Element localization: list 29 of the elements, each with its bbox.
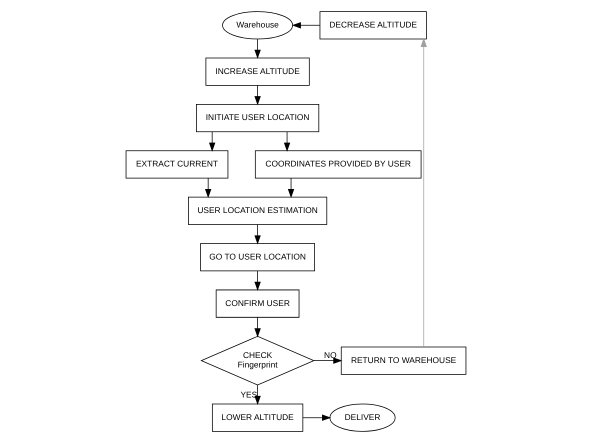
arrow <box>302 414 332 421</box>
arrow <box>314 357 342 364</box>
arrow <box>420 38 427 348</box>
node-box: USER LOCATION ESTIMATION <box>188 196 328 225</box>
edge-label: YES <box>240 389 258 400</box>
node-box: LOWER ALTITUDE <box>212 404 304 432</box>
arrow <box>208 132 216 152</box>
arrow <box>254 317 261 338</box>
arrow <box>254 224 261 244</box>
node-box: INITIATE USER LOCATION <box>196 104 320 132</box>
edge-label: NO <box>324 350 337 360</box>
arrow <box>254 270 261 291</box>
arrow <box>254 384 261 406</box>
node-ellipse: Warehouse <box>222 11 294 40</box>
node-box: COORDINATES PROVIDED BY USER <box>254 150 422 179</box>
arrow <box>288 178 294 198</box>
arrow <box>254 38 261 59</box>
node-box: GO TO USER LOCATION <box>200 243 315 272</box>
node-ellipse: DELIVER <box>330 404 396 432</box>
arrow <box>254 85 261 106</box>
arrow <box>204 178 212 198</box>
node-box: EXTRACT CURRENT <box>126 150 228 179</box>
node-box: INCREASE ALTITUDE <box>206 58 310 86</box>
arrow <box>284 132 290 152</box>
node-box: RETURN TO WAREHOUSE <box>340 346 466 375</box>
node-diamond: CHECK Fingerprint <box>200 336 315 386</box>
node-box: CONFIRM USER <box>216 290 300 318</box>
arrow <box>292 22 320 28</box>
node-box: DECREASE ALTITUDE <box>320 11 427 40</box>
